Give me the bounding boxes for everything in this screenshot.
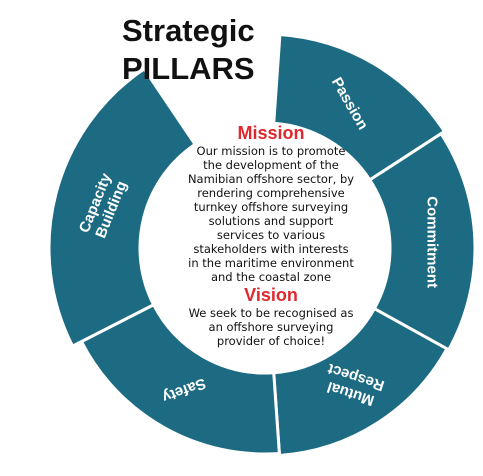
segment-commitment-label: Commitment	[424, 196, 441, 288]
vision-line: We seek to be recognised as	[188, 306, 354, 320]
segment-safety	[79, 302, 281, 456]
segment-mutual-respect	[272, 306, 449, 458]
mission-vision-panel: Mission Our mission is to promote the de…	[151, 122, 391, 348]
segment-capacity-building	[47, 66, 198, 349]
mission-line: stakeholders with interests	[193, 242, 349, 256]
mission-line: turnkey offshore surveying	[193, 200, 349, 214]
vision-heading: Vision	[244, 285, 298, 305]
vision-text: We seek to be recognised as an offshore …	[179, 306, 364, 348]
mission-line: solutions and support	[208, 214, 334, 228]
mission-line: the development of the	[203, 158, 339, 172]
mission-line: rendering comprehensive	[197, 186, 345, 200]
mission-heading: Mission	[237, 123, 305, 143]
segment-passion	[272, 32, 447, 182]
diagram-title: Strategic PILLARS	[122, 12, 255, 88]
title-line-1: Strategic	[122, 13, 255, 48]
mission-line: services to various	[216, 228, 326, 242]
title-line-2: PILLARS	[122, 51, 255, 86]
vision-line: an offshore surveying	[208, 320, 334, 334]
segment-commitment	[367, 131, 477, 352]
vision-line: provider of choice!	[216, 334, 326, 348]
mission-text: Our mission is to promote the developmen…	[171, 144, 371, 284]
mission-line: Our mission is to promote	[196, 144, 346, 158]
mission-line: and the coastal zone	[210, 270, 332, 284]
mission-line: in the maritime environment	[188, 256, 354, 270]
mission-line: Namibian offshore sector, by	[187, 172, 355, 186]
